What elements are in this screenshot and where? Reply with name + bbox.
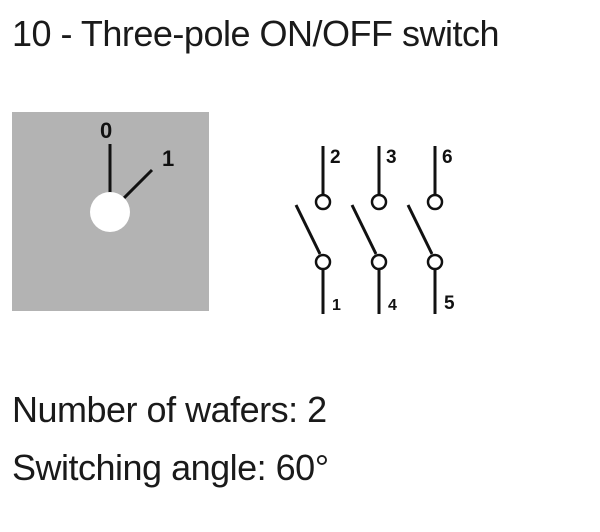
dial-panel: 0 1 <box>12 112 209 311</box>
position-off-label: 0 <box>100 118 113 143</box>
schematic-graphic <box>294 146 444 314</box>
switching-angle-text: Switching angle: 60° <box>12 447 329 488</box>
terminal-label: 1 <box>332 297 341 314</box>
terminal-label: 6 <box>442 147 453 168</box>
terminal-label: 2 <box>330 147 341 168</box>
terminal-label: 3 <box>386 147 397 168</box>
dial-knob <box>90 192 130 232</box>
terminal-label: 5 <box>444 293 455 314</box>
pole-3 <box>406 146 444 314</box>
pole-1 <box>294 146 332 314</box>
position-on-label: 1 <box>162 146 175 171</box>
dial-graphic <box>12 112 209 311</box>
terminal-label: 4 <box>388 297 397 314</box>
pole-2 <box>350 146 388 314</box>
switch-schematic: 2 3 6 1 4 5 <box>290 136 480 326</box>
page-title: 10 - Three-pole ON/OFF switch <box>12 13 500 54</box>
wafer-count-text: Number of wafers: 2 <box>12 389 327 430</box>
